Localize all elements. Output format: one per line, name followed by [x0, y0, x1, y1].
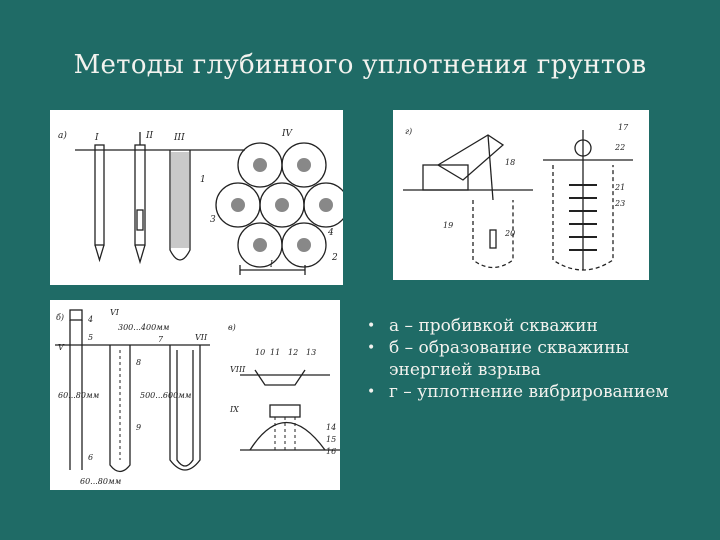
- label-IV: IV: [281, 129, 294, 139]
- label-n8: 8: [136, 358, 141, 367]
- bullet-item: • г – уплотнение вибрированием: [365, 381, 695, 403]
- label-n7: 7: [158, 335, 164, 344]
- label-III: III: [173, 133, 185, 143]
- label-II: II: [145, 131, 154, 141]
- pile-I: [94, 144, 105, 246]
- label-v: в): [228, 323, 236, 332]
- label-21: 21: [614, 183, 625, 192]
- label-n15: 15: [326, 435, 336, 444]
- label-n14: 14: [326, 423, 336, 432]
- dim-500-600: 500...600мм: [140, 391, 192, 400]
- bullet-dot-icon: •: [367, 318, 376, 334]
- label-g: г): [405, 127, 412, 136]
- label-a: а): [58, 130, 67, 141]
- bullet-text: а – пробивкой скважин: [389, 316, 598, 336]
- label-1: 1: [200, 175, 206, 185]
- dim-60-80: 60...80мм: [58, 391, 100, 400]
- label-18: 18: [505, 158, 515, 167]
- label-IX: IX: [229, 405, 239, 414]
- figure-a-punching-diagram: а) I II III IV 1 2 3 4 l: [50, 110, 343, 285]
- grid-IV: [215, 142, 343, 268]
- label-I: I: [94, 133, 99, 143]
- label-17: 17: [618, 123, 629, 132]
- bullet-item: • а – пробивкой скважин: [365, 315, 695, 337]
- label-n4: 4: [87, 315, 93, 324]
- bullet-text: б – образование скважины энергией взрыва: [389, 338, 630, 380]
- label-20: 20: [504, 229, 515, 238]
- figure-g-vibration-diagram: г) 17 18 19 20 21 22 23: [393, 110, 649, 280]
- bullet-text: г – уплотнение вибрированием: [389, 382, 669, 402]
- label-22: 22: [614, 143, 625, 152]
- bullet-item: • б – образование скважины энергией взры…: [365, 337, 695, 381]
- label-n5: 5: [88, 333, 93, 342]
- bullet-dot-icon: •: [367, 340, 376, 356]
- label-n12: 12: [288, 348, 298, 357]
- label-b: б): [56, 313, 64, 322]
- label-n11: 11: [270, 348, 280, 357]
- label-3: 3: [210, 215, 216, 225]
- label-l: l: [270, 260, 273, 270]
- figure-b-svg: б) в) V VI VII VIII IX 300...400мм 60...…: [55, 308, 340, 486]
- label-n16: 16: [326, 447, 336, 456]
- label-4: 4: [327, 228, 334, 238]
- crane-boom: [436, 134, 505, 181]
- label-n6: 6: [88, 453, 93, 462]
- label-19: 19: [443, 221, 453, 230]
- figure-b-explosion-diagram: б) в) V VI VII VIII IX 300...400мм 60...…: [50, 300, 340, 490]
- label-V: V: [58, 343, 65, 352]
- well-III: [169, 150, 191, 261]
- label-2: 2: [331, 253, 338, 263]
- dim-60-80b: 60...80мм: [80, 477, 122, 486]
- label-VIII: VIII: [230, 365, 246, 374]
- label-n9: 9: [136, 423, 141, 432]
- label-VII: VII: [195, 333, 208, 342]
- label-n10: 10: [255, 348, 265, 357]
- figure-a-svg: а) I II III IV 1 2 3 4 l: [58, 129, 343, 275]
- slide-title: Методы глубинного уплотнения грунтов: [73, 50, 647, 80]
- bullet-list: • а – пробивкой скважин • б – образовани…: [365, 315, 695, 403]
- label-VI: VI: [110, 308, 120, 317]
- dim-300-400: 300...400мм: [118, 323, 170, 332]
- bullet-dot-icon: •: [367, 384, 376, 400]
- figure-g-svg: г) 17 18 19 20 21 22 23: [403, 123, 633, 271]
- label-23: 23: [614, 199, 625, 208]
- label-n13: 13: [306, 348, 316, 357]
